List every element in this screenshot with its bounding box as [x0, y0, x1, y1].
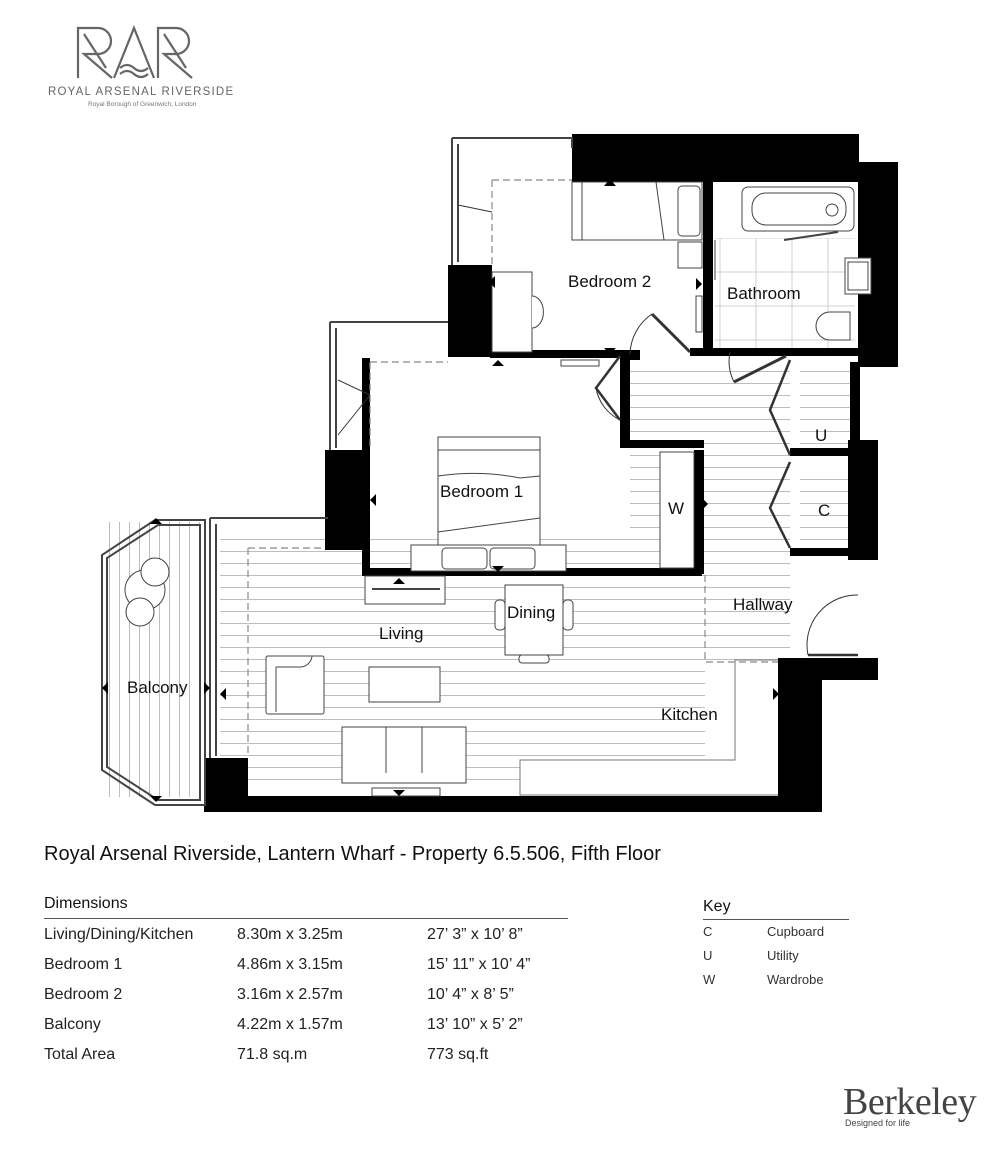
- floorplan-drawing: [101, 134, 898, 812]
- room-label-kitchen: Kitchen: [661, 705, 718, 724]
- key-code: W: [703, 972, 716, 987]
- dimensions-row: Balcony 4.22m x 1.57m 13’ 10” x 5’ 2”: [44, 1016, 604, 1038]
- berkeley-tagline: Designed for life: [845, 1118, 911, 1128]
- key-code: U: [703, 948, 713, 963]
- dimension-imperial: 773 sq.ft: [427, 1046, 489, 1063]
- dimension-imperial: 15’ 11” x 10’ 4”: [427, 956, 531, 973]
- room-label-utility: U: [815, 426, 828, 445]
- room-label-living: Living: [379, 624, 424, 643]
- dimension-room: Bedroom 2: [44, 986, 123, 1003]
- property-title: Royal Arsenal Riverside, Lantern Wharf -…: [44, 843, 661, 865]
- logo-name: ROYAL ARSENAL RIVERSIDE: [48, 86, 235, 98]
- dimension-imperial: 27’ 3” x 10’ 8”: [427, 926, 523, 943]
- dimension-metric: 4.86m x 3.15m: [237, 956, 343, 973]
- dimension-imperial: 10’ 4” x 8’ 5”: [427, 986, 514, 1003]
- key-meaning: Wardrobe: [767, 972, 824, 987]
- room-label-bathroom: Bathroom: [727, 284, 801, 303]
- dimensions-row: Living/Dining/Kitchen 8.30m x 3.25m 27’ …: [44, 926, 604, 948]
- room-label-hallway: Hallway: [733, 595, 793, 614]
- key-code: C: [703, 924, 713, 939]
- dimension-room: Balcony: [44, 1016, 101, 1033]
- room-label-balcony: Balcony: [127, 678, 188, 697]
- dimension-metric: 3.16m x 2.57m: [237, 986, 343, 1003]
- room-label-bedroom-2: Bedroom 2: [568, 272, 652, 291]
- key-meaning: Cupboard: [767, 924, 825, 939]
- key-meaning: Utility: [767, 948, 799, 963]
- dimension-metric: 71.8 sq.m: [237, 1046, 308, 1063]
- key-heading: Key: [703, 898, 731, 915]
- dimension-metric: 8.30m x 3.25m: [237, 926, 343, 943]
- dimension-imperial: 13’ 10” x 5’ 2”: [427, 1016, 523, 1033]
- key-divider: [703, 919, 849, 920]
- berkeley-logo: Berkeley: [843, 1081, 977, 1123]
- dimensions-divider: [44, 918, 568, 919]
- dimension-metric: 4.22m x 1.57m: [237, 1016, 343, 1033]
- dimension-room: Bedroom 1: [44, 956, 123, 973]
- dimension-room: Total Area: [44, 1046, 116, 1063]
- walls: [204, 134, 898, 812]
- logo-subtitle: Royal Borough of Greenwich, London: [88, 101, 197, 108]
- dimensions-row: Bedroom 1 4.86m x 3.15m 15’ 11” x 10’ 4”: [44, 956, 604, 978]
- dimensions-row-total: Total Area 71.8 sq.m 773 sq.ft: [44, 1046, 604, 1068]
- room-label-wardrobe: W: [668, 499, 685, 518]
- dimensions-row: Bedroom 2 3.16m x 2.57m 10’ 4” x 8’ 5”: [44, 986, 604, 1008]
- dimension-room: Living/Dining/Kitchen: [44, 926, 194, 943]
- dimensions-heading: Dimensions: [44, 895, 128, 912]
- rar-logo-mark: [76, 25, 193, 79]
- room-label-cupboard: C: [818, 501, 831, 520]
- room-label-bedroom-1: Bedroom 1: [440, 482, 524, 501]
- room-label-dining: Dining: [507, 603, 556, 622]
